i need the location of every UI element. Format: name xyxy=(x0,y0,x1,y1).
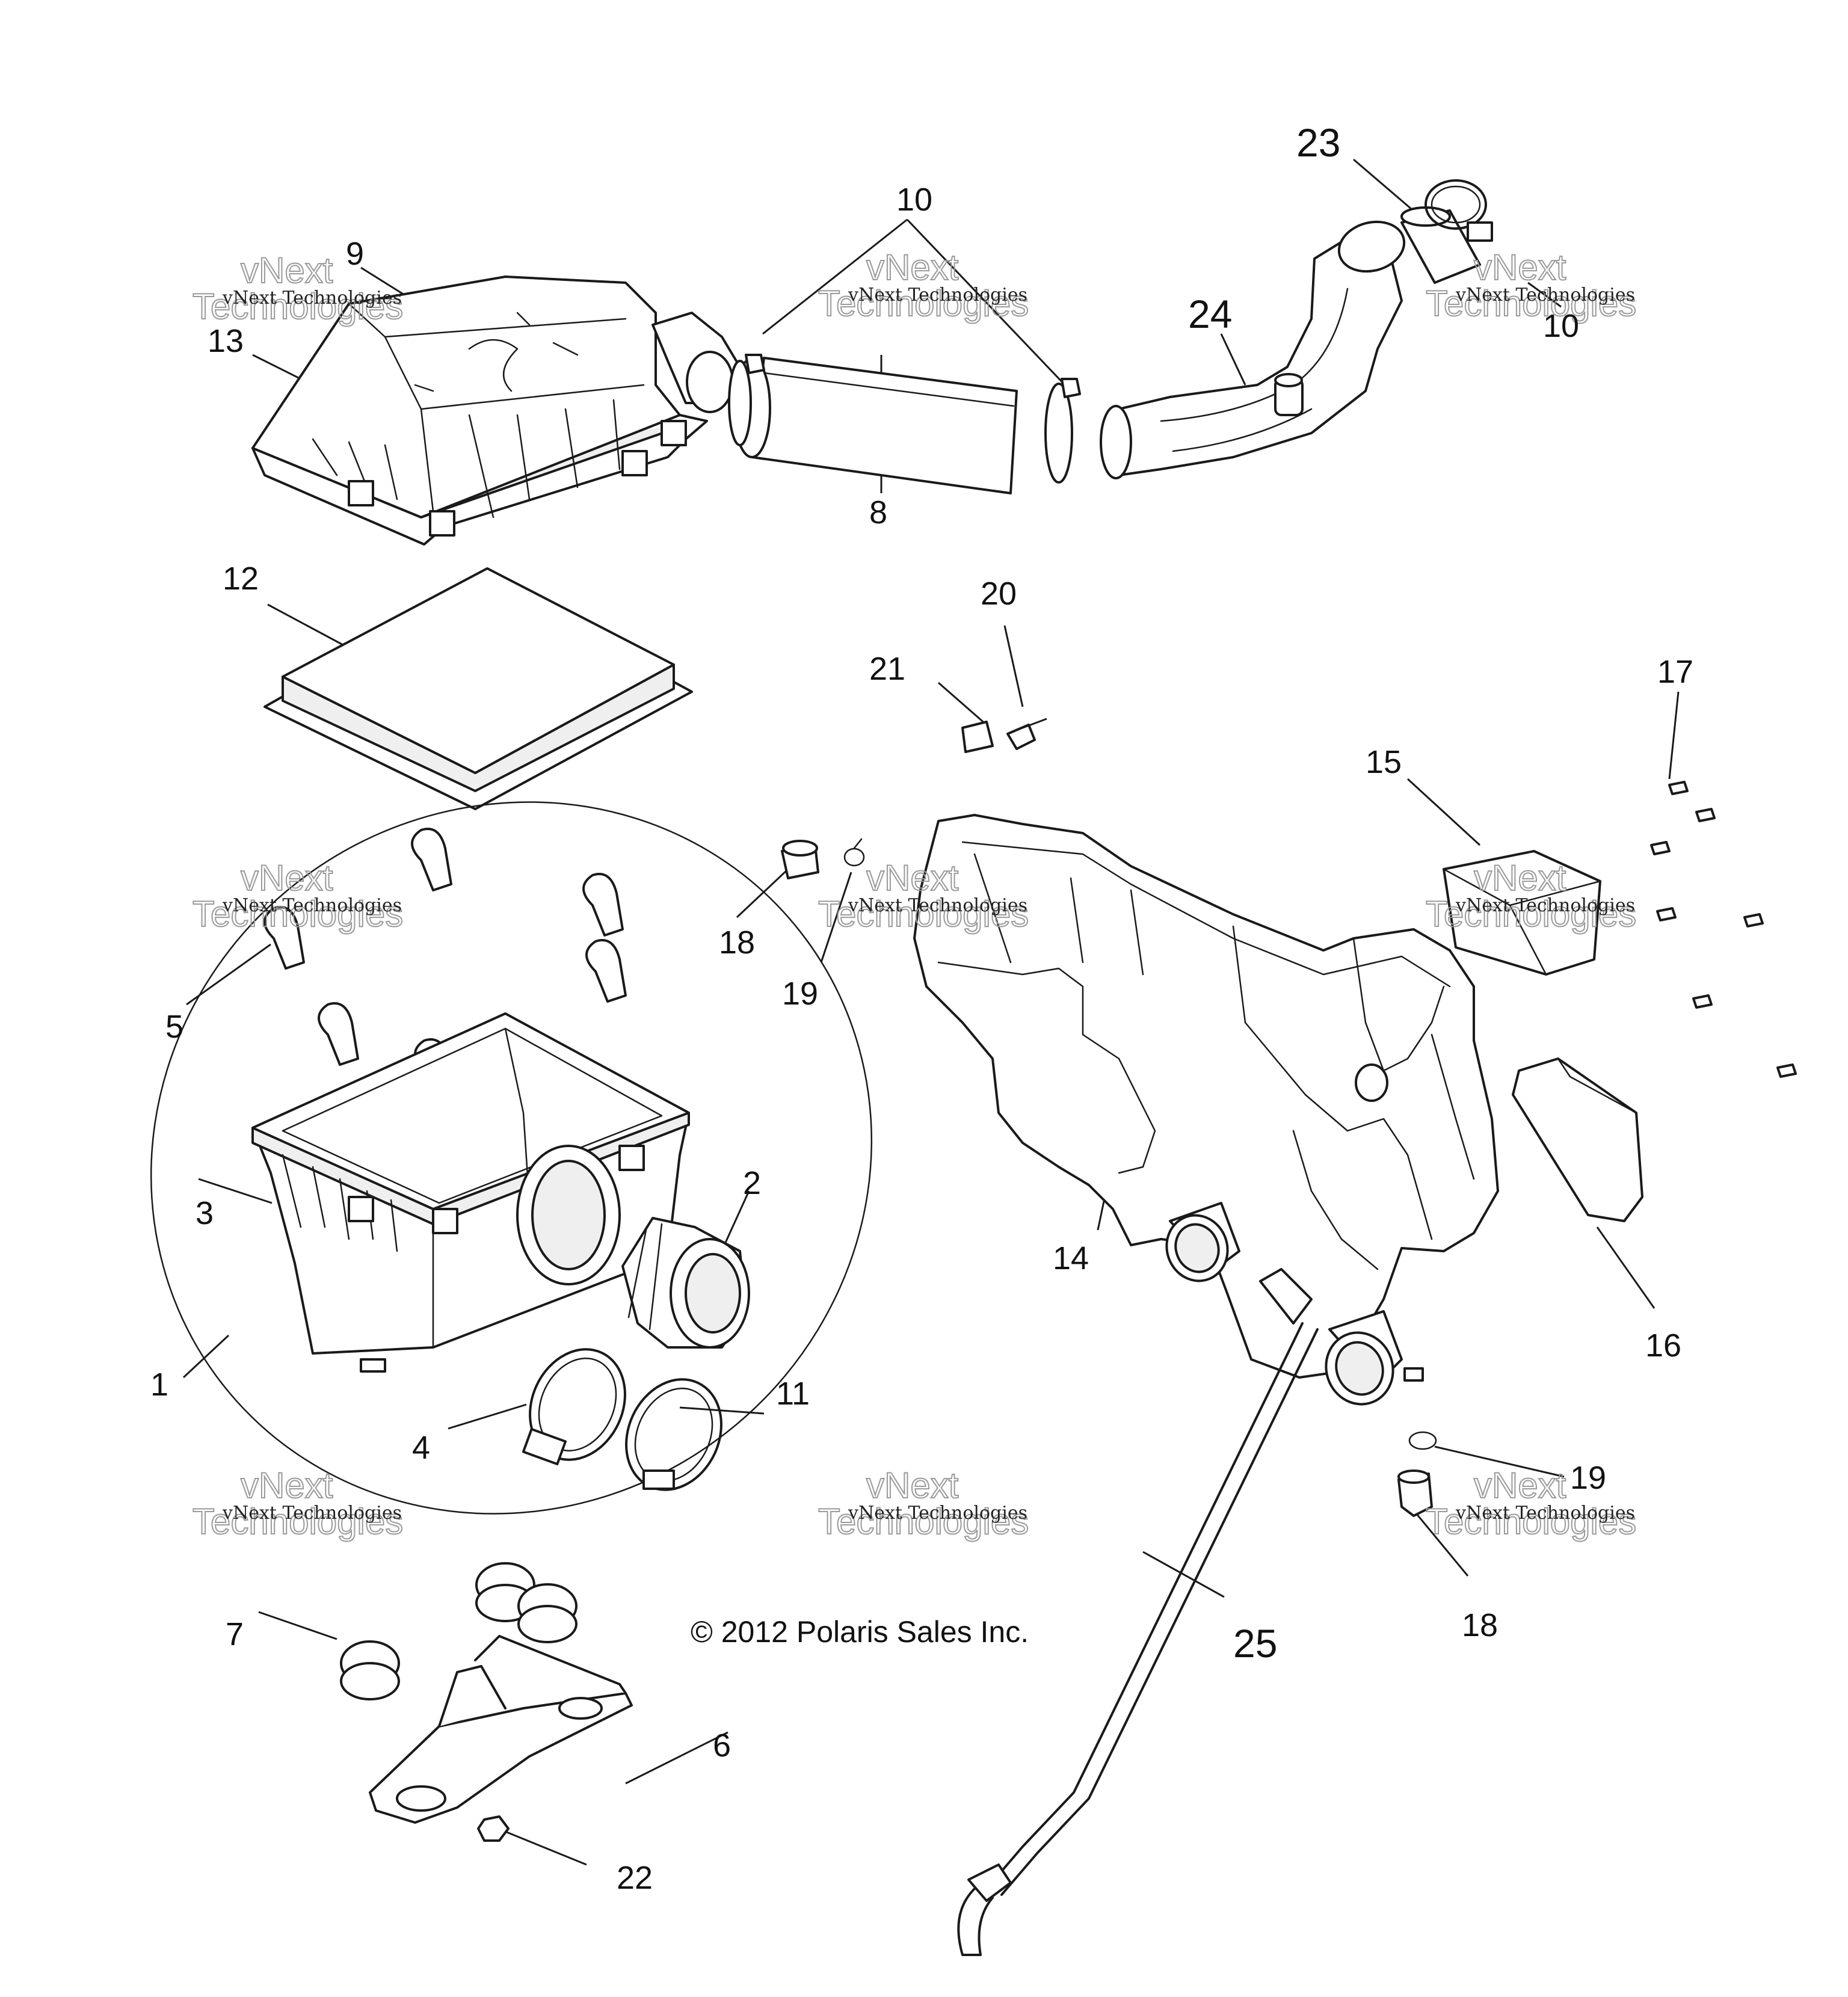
airbox-cover xyxy=(251,275,741,546)
watermark-line1: vNext Technologies xyxy=(222,895,402,916)
callout-14: 14 xyxy=(1053,1240,1089,1276)
watermark-line3: Technologies xyxy=(192,894,403,934)
drain-tube xyxy=(957,1268,1319,1956)
callout-19: 19 xyxy=(782,976,818,1012)
panel xyxy=(1512,1057,1643,1222)
bracket xyxy=(369,1635,633,1824)
leader-lines xyxy=(182,158,1680,1866)
callout-6: 6 xyxy=(713,1728,731,1764)
watermark: vNext Technologies vNext Technologies xyxy=(1425,247,1637,324)
watermark-line3: Technologies xyxy=(192,1501,403,1542)
callout-21: 21 xyxy=(869,651,905,687)
watermark-line3: Technologies xyxy=(192,286,403,327)
watermarks: vNext Technologies vNext Technologies vN… xyxy=(192,247,1637,1542)
screws-17 xyxy=(1650,781,1797,1078)
callout-11: 11 xyxy=(776,1376,810,1412)
watermark-line2: vNext xyxy=(1474,858,1566,898)
watermark-line1: vNext Technologies xyxy=(848,895,1027,916)
air-filter xyxy=(263,567,693,810)
plug-18-top xyxy=(781,840,819,879)
callout-15: 15 xyxy=(1366,744,1402,780)
callout-25: 25 xyxy=(1233,1621,1277,1666)
airbox-base xyxy=(251,1012,690,1373)
watermark-line1: vNext Technologies xyxy=(222,288,402,309)
clamp-11 xyxy=(625,1378,722,1491)
watermark: vNext Technologies vNext Technologies xyxy=(192,1465,404,1542)
clamp-4 xyxy=(522,1348,626,1466)
callout-24: 24 xyxy=(1188,292,1232,336)
kit-ellipse xyxy=(150,801,873,1515)
callout-22: 22 xyxy=(617,1860,653,1896)
watermark-line1: vNext Technologies xyxy=(848,285,1027,306)
watermark-line1: vNext Technologies xyxy=(848,1503,1027,1524)
watermark-line2: vNext xyxy=(1474,247,1566,288)
watermark-line3: Technologies xyxy=(818,283,1029,324)
callout-23: 23 xyxy=(1296,120,1340,165)
fasteners-20-21 xyxy=(961,718,1047,753)
callout-7: 7 xyxy=(226,1616,244,1652)
watermark-line2: vNext xyxy=(866,858,959,898)
watermark: vNext Technologies vNext Technologies xyxy=(818,247,1029,324)
watermark: vNext Technologies vNext Technologies xyxy=(1425,857,1637,935)
callout-10: 10 xyxy=(896,182,932,218)
callout-9: 9 xyxy=(346,236,364,272)
callout-4: 4 xyxy=(412,1430,430,1466)
boot xyxy=(621,1217,750,1349)
watermark: vNext Technologies vNext Technologies xyxy=(1425,1465,1637,1542)
callout-labels: 1 2 3 4 5 6 7 8 9 10 10 11 12 13 14 15 1… xyxy=(150,120,1693,1896)
plug-18-lower xyxy=(1397,1469,1433,1517)
watermark-line3: Technologies xyxy=(818,1501,1029,1542)
watermark-line2: vNext xyxy=(241,250,333,291)
callout-8: 8 xyxy=(869,494,887,531)
callout-18: 18 xyxy=(1462,1607,1498,1643)
callout-5: 5 xyxy=(165,1009,183,1045)
foam-block xyxy=(1443,850,1601,976)
ring-19-top xyxy=(843,838,865,867)
callout-13: 13 xyxy=(208,323,244,359)
callout-18: 18 xyxy=(719,925,755,961)
watermark-line2: vNext xyxy=(241,858,333,898)
watermark-line2: vNext xyxy=(866,247,959,288)
ring-19-lower xyxy=(1408,1431,1437,1450)
watermark-line3: Technologies xyxy=(1426,1501,1636,1542)
callout-16: 16 xyxy=(1645,1328,1681,1364)
intake-hose xyxy=(728,354,1081,494)
watermark: vNext Technologies vNext Technologies xyxy=(192,250,404,327)
copyright-notice: © 2012 Polaris Sales Inc. xyxy=(691,1615,1029,1649)
watermark-line2: vNext xyxy=(241,1465,333,1506)
callout-17: 17 xyxy=(1657,654,1693,690)
elbow-duct xyxy=(1100,179,1493,479)
watermark-line1: vNext Technologies xyxy=(1455,895,1635,916)
callout-20: 20 xyxy=(981,576,1017,612)
watermark-line3: Technologies xyxy=(1426,283,1636,324)
callout-10: 10 xyxy=(1543,308,1579,344)
watermark-line3: Technologies xyxy=(818,894,1029,934)
watermark: vNext Technologies vNext Technologies xyxy=(818,1465,1029,1542)
watermark-line1: vNext Technologies xyxy=(1455,285,1635,306)
callout-3: 3 xyxy=(196,1195,214,1231)
watermark: vNext Technologies vNext Technologies xyxy=(192,857,404,935)
callout-19: 19 xyxy=(1570,1460,1606,1496)
watermark-line2: vNext xyxy=(1474,1465,1566,1506)
grommets xyxy=(340,1562,578,1700)
watermark: vNext Technologies vNext Technologies xyxy=(818,857,1029,935)
callout-2: 2 xyxy=(743,1165,761,1201)
watermark-line3: Technologies xyxy=(1426,894,1636,934)
watermark-line2: vNext xyxy=(866,1465,959,1506)
callout-1: 1 xyxy=(150,1367,168,1403)
resonator xyxy=(913,814,1499,1406)
bolt-22 xyxy=(477,1815,510,1842)
watermark-line1: vNext Technologies xyxy=(222,1503,402,1524)
callout-12: 12 xyxy=(223,561,259,597)
watermark-line1: vNext Technologies xyxy=(1455,1503,1635,1524)
